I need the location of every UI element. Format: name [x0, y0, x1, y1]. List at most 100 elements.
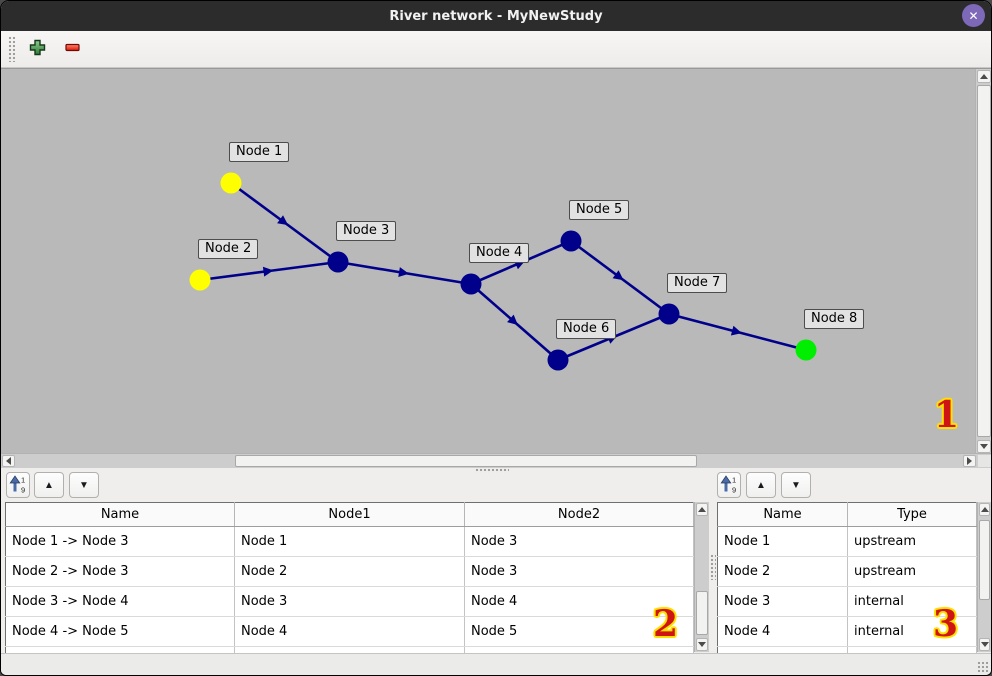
column-header[interactable]: Node2 — [464, 502, 694, 527]
network-node[interactable] — [658, 303, 680, 325]
close-button[interactable]: ✕ — [962, 4, 985, 27]
edges-table-scrollbar[interactable] — [694, 502, 709, 652]
table-cell[interactable]: Node 2 — [234, 556, 465, 587]
node-label[interactable]: Node 3 — [336, 221, 397, 241]
scrollbar-thumb[interactable] — [977, 85, 991, 437]
sort-1-9-icon: 1 9 — [719, 474, 739, 497]
main-toolbar — [1, 31, 991, 68]
annotation-marker-3: 3 — [933, 603, 959, 645]
column-header[interactable]: Name — [5, 502, 235, 527]
node-label[interactable]: Node 8 — [804, 309, 865, 329]
svg-text:1: 1 — [732, 475, 736, 484]
scroll-up-button[interactable] — [696, 503, 708, 516]
resize-grip[interactable] — [977, 661, 988, 672]
bottom-panel: 1 9 ▲ ▼ 1 9 ▲ ▼ — [1, 468, 991, 663]
table-cell[interactable]: Node 5 — [464, 616, 694, 647]
annotation-marker-1: 1 — [934, 394, 960, 436]
table-cell[interactable]: internal — [847, 616, 977, 647]
network-node[interactable] — [220, 172, 242, 194]
table-cell[interactable]: Node 4 — [234, 616, 465, 647]
table-cell[interactable]: Node 1 -> Node 3 — [5, 526, 235, 557]
table-cell[interactable]: Node 3 — [717, 586, 848, 617]
node-label[interactable]: Node 6 — [556, 319, 617, 339]
network-edge[interactable] — [230, 181, 339, 264]
edges-move-up-button[interactable]: ▲ — [34, 472, 64, 498]
network-node[interactable] — [547, 349, 569, 371]
nodes-move-down-button[interactable]: ▼ — [781, 472, 811, 498]
network-node[interactable] — [560, 230, 582, 252]
horizontal-splitter-handle[interactable] — [475, 468, 509, 473]
table-cell[interactable]: Node 2 — [717, 556, 848, 587]
triangle-up-icon — [698, 507, 706, 512]
node-label[interactable]: Node 2 — [198, 239, 259, 259]
network-svg — [189, 172, 817, 371]
scroll-down-button[interactable] — [979, 638, 990, 651]
table-cell[interactable]: Node 3 — [464, 526, 694, 557]
title-bar[interactable]: River network - MyNewStudy ✕ — [1, 1, 991, 31]
node-label[interactable]: Node 7 — [667, 273, 728, 293]
scroll-down-button[interactable] — [696, 638, 708, 651]
table-cell[interactable]: Node 4 — [717, 616, 848, 647]
table-cell[interactable]: Node 3 — [464, 556, 694, 587]
network-edge[interactable] — [199, 260, 339, 282]
edges-sort-button[interactable]: 1 9 — [6, 472, 30, 498]
nodes-move-up-button[interactable]: ▲ — [746, 472, 776, 498]
network-node[interactable] — [327, 251, 349, 273]
scroll-up-button[interactable] — [979, 503, 990, 516]
scroll-up-button[interactable] — [977, 70, 991, 83]
svg-text:9: 9 — [732, 485, 736, 494]
table-cell[interactable]: Node 4 -> Node 5 — [5, 616, 235, 647]
annotation-marker-2: 2 — [653, 603, 679, 645]
network-edge[interactable] — [470, 283, 559, 361]
table-cell[interactable]: Node 3 — [234, 586, 465, 617]
scrollbar-thumb[interactable] — [979, 520, 990, 600]
network-edge[interactable] — [337, 260, 472, 286]
canvas-horizontal-scrollbar[interactable] — [1, 453, 991, 468]
network-edge[interactable] — [570, 239, 670, 316]
move-up-icon: ▲ — [756, 479, 766, 491]
column-header[interactable]: Type — [847, 502, 977, 527]
table-cell[interactable]: internal — [847, 586, 977, 617]
column-header[interactable]: Node1 — [234, 502, 465, 527]
table-cell[interactable]: Node 4 — [464, 586, 694, 617]
canvas-vertical-scrollbar[interactable] — [975, 69, 991, 454]
table-cell[interactable]: upstream — [847, 526, 977, 557]
scrollbar-thumb[interactable] — [235, 455, 697, 467]
remove-button[interactable] — [59, 36, 85, 62]
table-cell[interactable]: Node 3 -> Node 4 — [5, 586, 235, 617]
node-label[interactable]: Node 1 — [229, 142, 290, 162]
network-canvas[interactable]: Node 1 Node 2 Node 3 Node 4 Node 5 Node 6 Node… — [1, 68, 991, 454]
table-cell[interactable]: Node 1 — [234, 526, 465, 557]
network-edge[interactable] — [668, 312, 807, 352]
scrollbar-corner — [978, 455, 991, 467]
column-header[interactable]: Name — [717, 502, 848, 527]
nodes-sort-button[interactable]: 1 9 — [717, 472, 741, 498]
scroll-right-button[interactable] — [963, 455, 976, 467]
table-cell[interactable]: Node 2 -> Node 3 — [5, 556, 235, 587]
network-node[interactable] — [189, 269, 211, 291]
network-node[interactable] — [795, 339, 817, 361]
edges-move-down-button[interactable]: ▼ — [69, 472, 99, 498]
toolbar-grip[interactable] — [8, 36, 15, 62]
scrollbar-thumb[interactable] — [696, 591, 708, 635]
node-label[interactable]: Node 4 — [469, 243, 530, 263]
vertical-splitter-handle[interactable] — [710, 554, 716, 580]
table-cell[interactable]: Node 1 — [717, 526, 848, 557]
table-cell[interactable]: upstream — [847, 556, 977, 587]
network-node[interactable] — [460, 273, 482, 295]
nodes-table-scrollbar[interactable] — [977, 502, 991, 652]
add-button[interactable] — [24, 36, 50, 62]
scroll-left-button[interactable] — [2, 455, 15, 467]
scroll-down-button[interactable] — [977, 440, 991, 453]
node-label[interactable]: Node 5 — [569, 200, 630, 220]
